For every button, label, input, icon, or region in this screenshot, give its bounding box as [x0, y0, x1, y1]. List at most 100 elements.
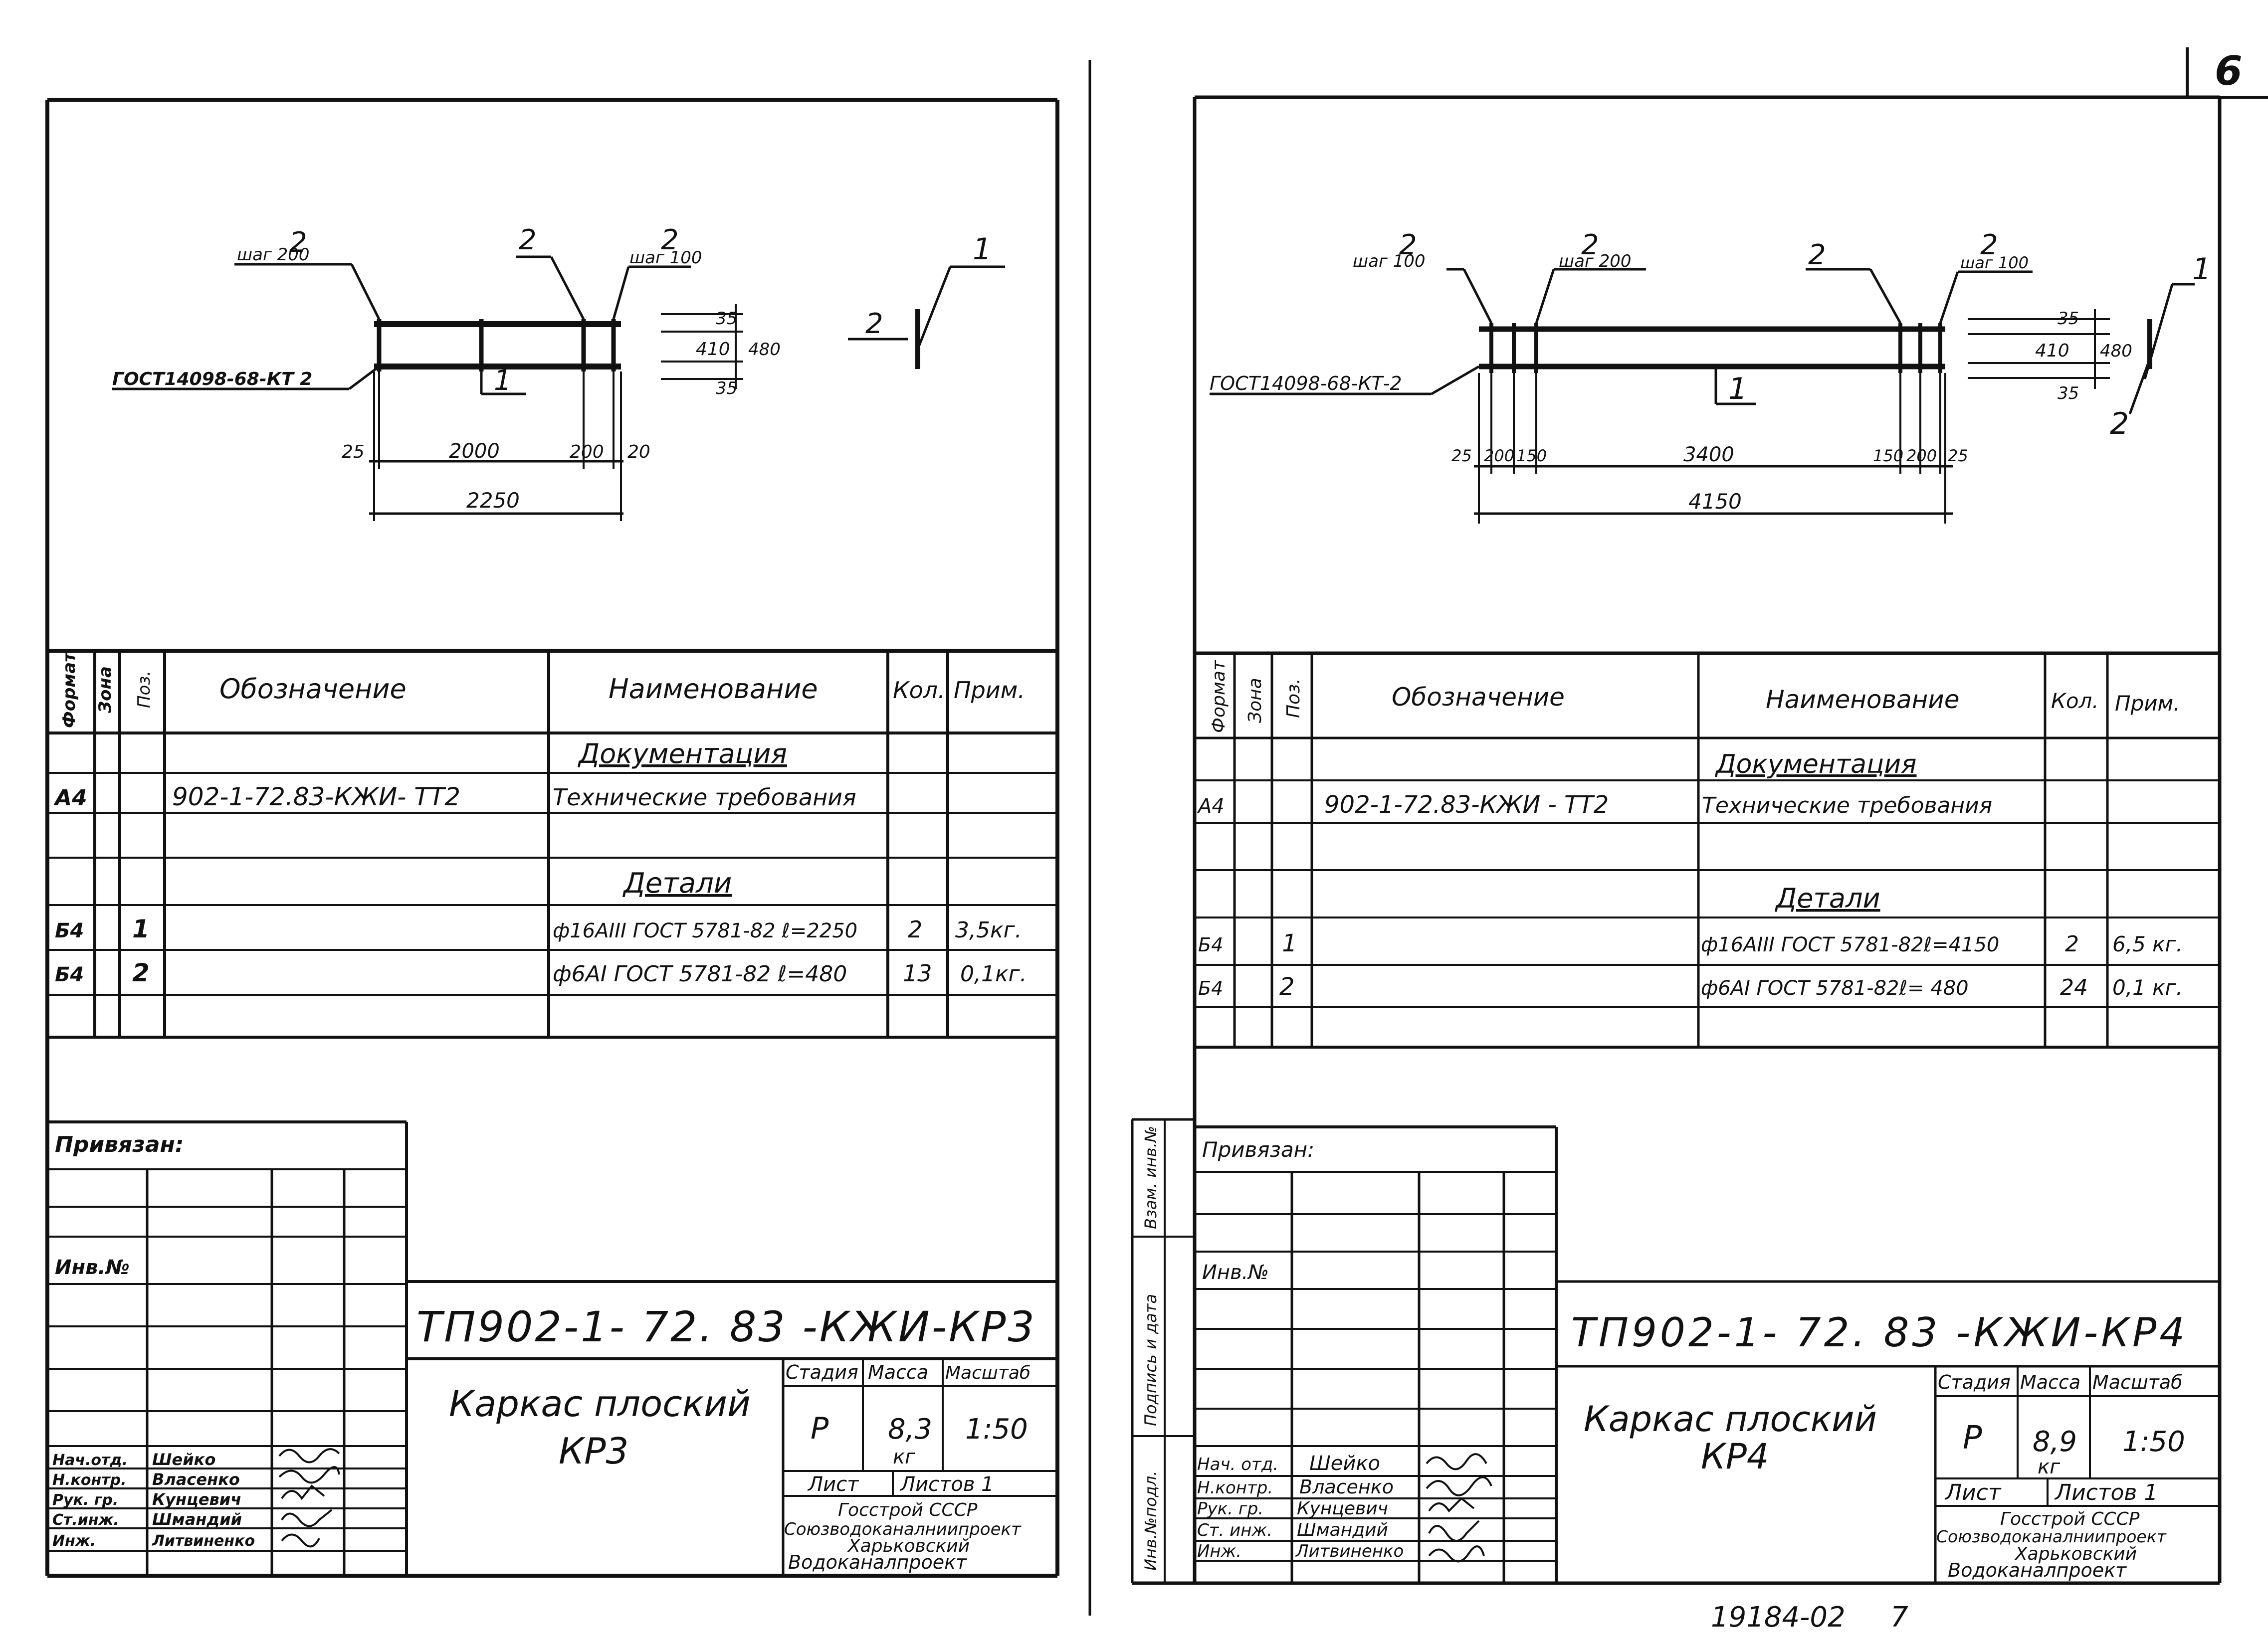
left-person3-name: Кунцевич — [152, 1490, 241, 1509]
right-person2-role: Н.контр. — [1197, 1478, 1273, 1498]
left-header-designation: Обозначение — [219, 673, 407, 705]
left-row2-note: 0,1кг. — [960, 961, 1027, 987]
left-stage: Р — [811, 1411, 829, 1446]
left-row1-name: ф16АIII ГОСТ 5781-82 ℓ=2250 — [553, 919, 857, 942]
left-gost: ГОСТ14098-68-КТ 2 — [112, 369, 312, 389]
left-side-pos1: 1 — [973, 232, 992, 267]
right-pos1: 1 — [1728, 371, 1747, 406]
right-person1-role: Нач. отд. — [1197, 1455, 1278, 1474]
right-row1-note: 6,5 кг. — [2112, 932, 2183, 956]
archive-number: 19184-02 — [1711, 1601, 1846, 1634]
left-title-line1: Каркас плоский — [449, 1383, 751, 1425]
right-header-name: Наименование — [1766, 685, 1960, 714]
right-dim-150a: 150 — [1516, 446, 1547, 465]
right-scale-label: Масштаб — [2092, 1371, 2183, 1393]
left-section-parts: Детали — [622, 867, 732, 900]
right-callout-d-note: шаг 100 — [1960, 253, 2029, 272]
left-doc-code: ТП902-1- 72. 83 -КЖИ-КР3 — [416, 1302, 1036, 1351]
right-org-line1: Госстрой СССР — [2000, 1509, 2140, 1529]
left-row1-pos: 1 — [132, 915, 150, 943]
left-scale-label: Масштаб — [945, 1363, 1031, 1383]
left-pos1: 1 — [494, 365, 512, 397]
right-sheets-label: Листов 1 — [2054, 1480, 2158, 1505]
right-side-pos1: 1 — [2192, 252, 2211, 287]
left-callout-c-pos: 2 — [661, 224, 679, 256]
left-person1-role: Нач.отд. — [52, 1452, 128, 1469]
right-signatures — [1426, 1453, 1492, 1563]
right-org-line3: Харьковский — [2014, 1544, 2137, 1564]
right-row1-format: Б4 — [1198, 934, 1223, 956]
right-privyazan: Привязан: — [1202, 1137, 1314, 1162]
right-doc-code: ТП902-1- 72. 83 -КЖИ-КР4 — [1571, 1309, 2188, 1356]
left-dim-200: 200 — [570, 442, 604, 462]
left-sheet-label: Лист — [807, 1473, 859, 1496]
left-row2-qty: 13 — [903, 960, 932, 987]
right-title-line1: Каркас плоский — [1584, 1399, 1877, 1440]
right-row2-name: ф6АI ГОСТ 5781-82ℓ= 480 — [1701, 977, 1969, 1000]
right-side-pos2: 2 — [2110, 406, 2129, 441]
right-org-line2: Союзводоканалниипроект — [1936, 1527, 2167, 1546]
left-vdim-35a: 35 — [716, 309, 737, 329]
right-row2-note: 0,1 кг. — [2112, 975, 2183, 1000]
left-doc-format: А4 — [53, 785, 87, 811]
left-person3-role: Рук. гр. — [52, 1491, 118, 1509]
right-row1-pos: 1 — [1282, 929, 1297, 957]
left-spec-table — [47, 649, 1057, 1039]
right-doc-designation: 902-1-72.83-КЖИ - ТТ2 — [1324, 791, 1609, 819]
left-person5-name: Литвиненко — [152, 1532, 255, 1550]
left-header-pos: Поз. — [134, 671, 154, 708]
right-vdim-35a: 35 — [2058, 309, 2079, 329]
right-header-pos: Поз. — [1283, 678, 1304, 718]
right-mass-unit: кг — [2038, 1456, 2061, 1478]
right-person3-role: Рук. гр. — [1197, 1499, 1263, 1519]
left-signatures — [278, 1448, 340, 1548]
right-header-designation: Обозначение — [1392, 683, 1565, 712]
right-person2-name: Власенко — [1299, 1476, 1394, 1498]
right-mass-label: Масса — [2020, 1371, 2080, 1393]
right-callout-b-note: шаг 200 — [1559, 251, 1632, 271]
right-person3-name: Кунцевич — [1297, 1498, 1388, 1519]
right-side-label-b: Подпись и дата — [1141, 1294, 1160, 1426]
right-stage: Р — [1963, 1420, 1982, 1457]
right-vdim-410: 410 — [2035, 341, 2069, 361]
right-title-line2: КР4 — [1701, 1436, 1769, 1477]
right-org-line4: Водоканалпроект — [1948, 1559, 2127, 1581]
right-callout-a-note: шаг 100 — [1353, 251, 1426, 271]
left-person1-name: Шейко — [152, 1450, 215, 1469]
left-org-line4: Водоканалпроект — [788, 1551, 968, 1573]
right-side-label-c: Взам. инв.№ — [1141, 1126, 1160, 1229]
right-doc-name: Технические требования — [1702, 793, 1992, 818]
left-dim-25: 25 — [342, 442, 365, 462]
right-callout-c-pos: 2 — [1808, 239, 1826, 271]
right-person4-role: Ст. инж. — [1197, 1520, 1272, 1540]
right-side-label-a: Инв.№подл. — [1141, 1471, 1160, 1571]
left-person2-name: Власенко — [152, 1470, 240, 1489]
left-person5-role: Инж. — [52, 1532, 96, 1550]
left-dim-20: 20 — [627, 442, 650, 462]
right-inv: Инв.№ — [1202, 1261, 1269, 1284]
left-row2-format: Б4 — [55, 963, 84, 986]
right-row2-qty: 24 — [2060, 975, 2088, 1000]
right-dim-200b: 200 — [1906, 446, 1937, 465]
left-section-docs: Документация — [578, 738, 787, 769]
left-person4-role: Ст.инж. — [52, 1511, 119, 1529]
right-header-format: Формат — [1209, 660, 1229, 733]
right-dim-total: 4150 — [1688, 489, 1742, 514]
left-privyazan: Привязан: — [55, 1132, 184, 1157]
left-header-format: Формат — [59, 651, 79, 728]
right-section-docs: Документация — [1715, 749, 1916, 779]
left-row1-qty: 2 — [908, 916, 922, 943]
left-row2-name: ф6АI ГОСТ 5781-82 ℓ=480 — [553, 961, 847, 987]
right-scale: 1:50 — [2122, 1426, 2185, 1458]
left-vdim-480: 480 — [748, 340, 781, 360]
left-row1-note: 3,5кг. — [955, 917, 1022, 943]
left-mass-label: Масса — [868, 1361, 928, 1383]
right-person5-name: Литвиненко — [1295, 1541, 1404, 1561]
right-callout-b-pos: 2 — [1581, 229, 1599, 261]
left-title-line2: КР3 — [559, 1430, 628, 1472]
right-mass: 8,9 — [2033, 1426, 2077, 1458]
left-header-zone: Зона — [95, 666, 115, 714]
left-scale: 1:50 — [965, 1413, 1028, 1446]
right-person1-name: Шейко — [1309, 1452, 1380, 1475]
